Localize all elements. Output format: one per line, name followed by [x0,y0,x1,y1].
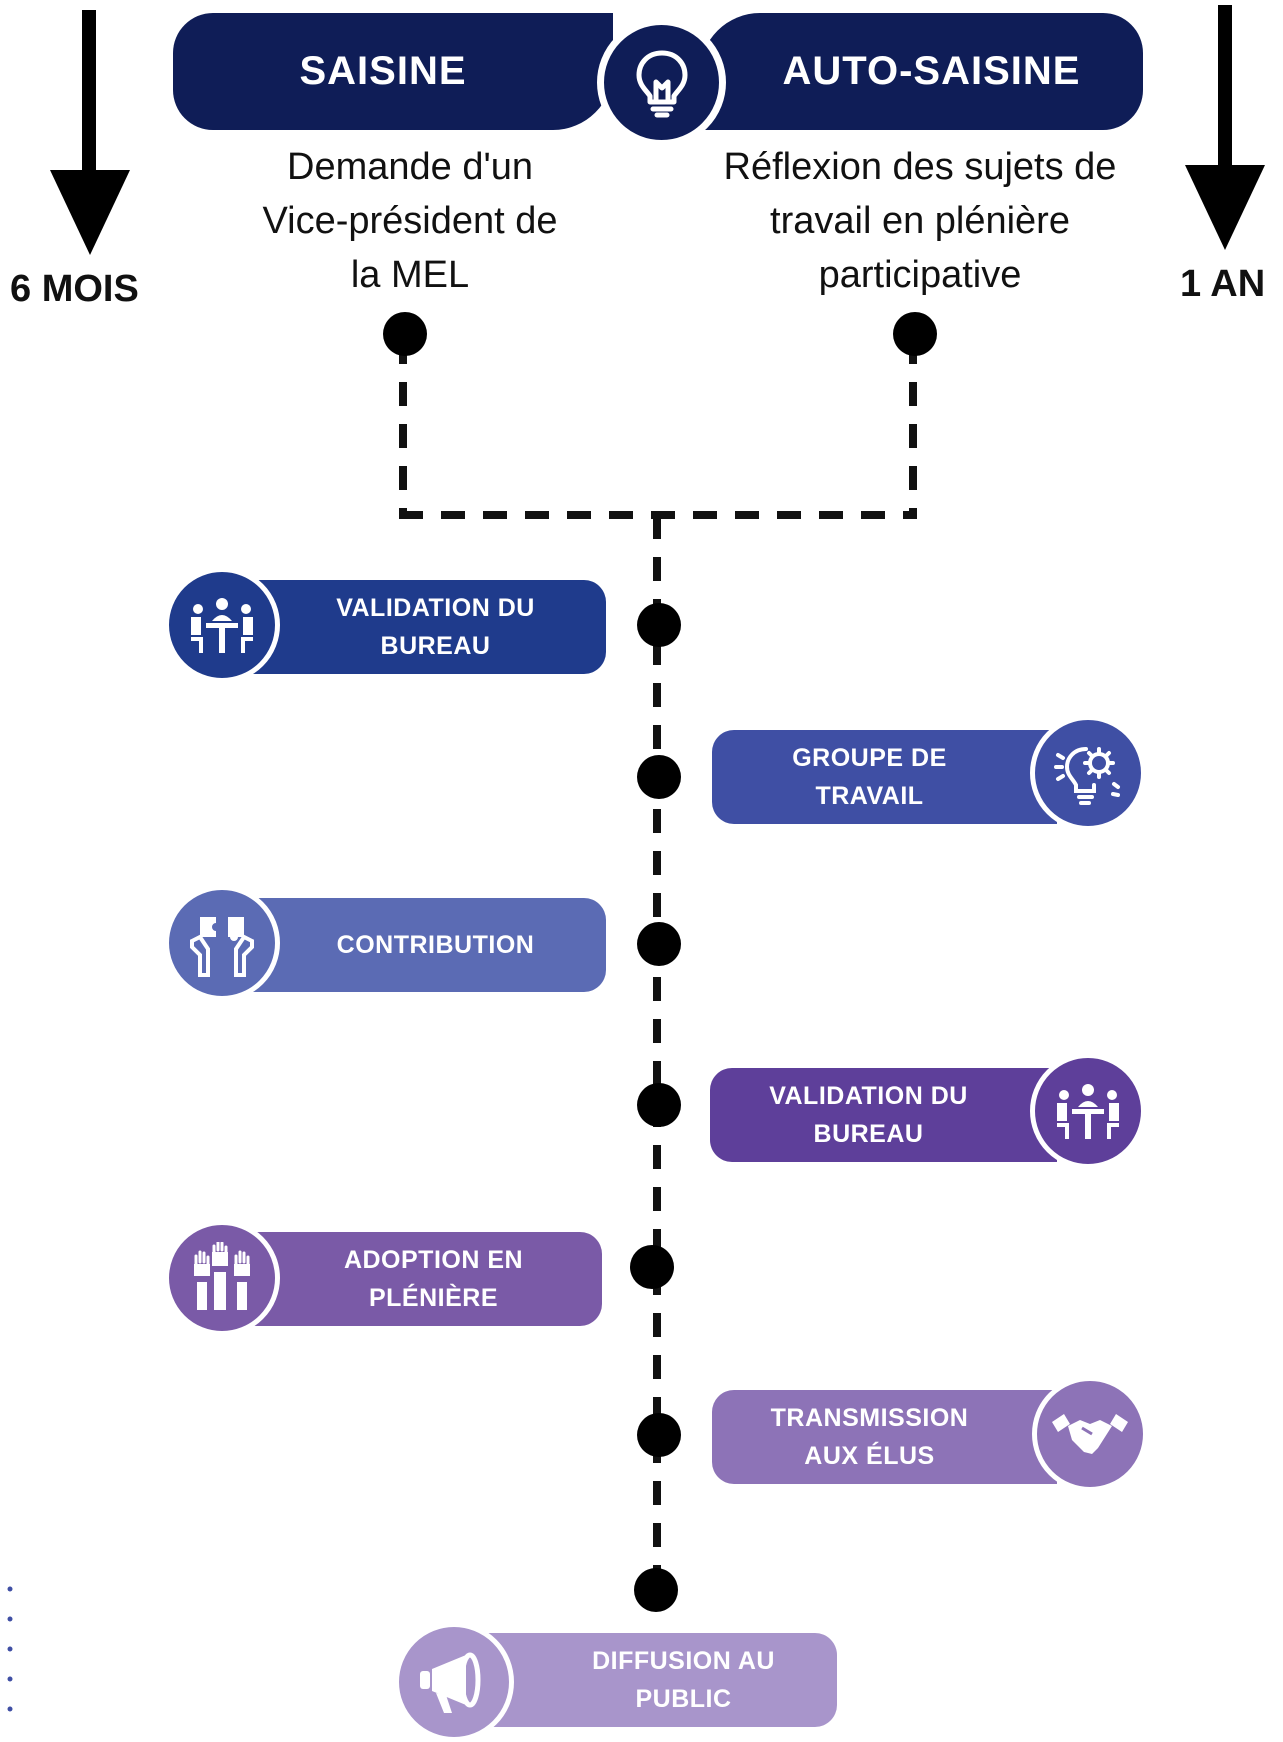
idea-gears-icon [1030,715,1146,831]
timeline-dot [637,603,681,647]
timeline-dot [637,755,681,799]
step-groupe-travail: GROUPE DE TRAVAIL [712,730,1057,824]
meeting-icon [164,567,280,683]
timeline-dot [634,1568,678,1612]
handshake-icon [1032,1376,1148,1492]
saisine-description: Demande d'un Vice-président de la MEL [262,146,558,296]
auto-saisine-dot [893,312,937,356]
timeline-dot [637,1083,681,1127]
step-adoption-pleniere: ADOPTION EN PLÉNIÈRE [240,1232,602,1326]
step-contribution: CONTRIBUTION [240,898,606,992]
saisine-banner: SAISINE [173,13,613,130]
step-diffusion-public: DIFFUSION AU PUBLIC [480,1633,837,1727]
lightbulb-icon [597,18,726,147]
auto-saisine-banner: AUTO-SAISINE [700,13,1143,130]
left-duration-label: 6 MOIS [10,268,139,310]
timeline-dot [637,922,681,966]
step-transmission-elus: TRANSMISSION AUX ÉLUS [712,1390,1057,1484]
right-duration-label: 1 AN [1180,263,1266,305]
step-validation-bureau-2: VALIDATION DU BUREAU [710,1068,1057,1162]
saisine-title: SAISINE [299,49,467,93]
puzzle-hands-icon [164,885,280,1001]
saisine-dot [383,312,427,356]
decorative-dots [7,1586,13,1712]
step-validation-bureau-1: VALIDATION DU BUREAU [240,580,606,674]
timeline-dot [630,1245,674,1289]
down-arrow-right-icon [1185,5,1265,250]
auto-saisine-title: AUTO-SAISINE [782,49,1081,93]
meeting-icon [1030,1053,1146,1169]
raised-hands-icon [164,1220,280,1336]
down-arrow-left-icon [50,10,130,255]
auto-saisine-description: Réflexion des sujets de travail en pléni… [723,146,1117,296]
megaphone-icon [394,1622,514,1742]
timeline-dot [637,1413,681,1457]
